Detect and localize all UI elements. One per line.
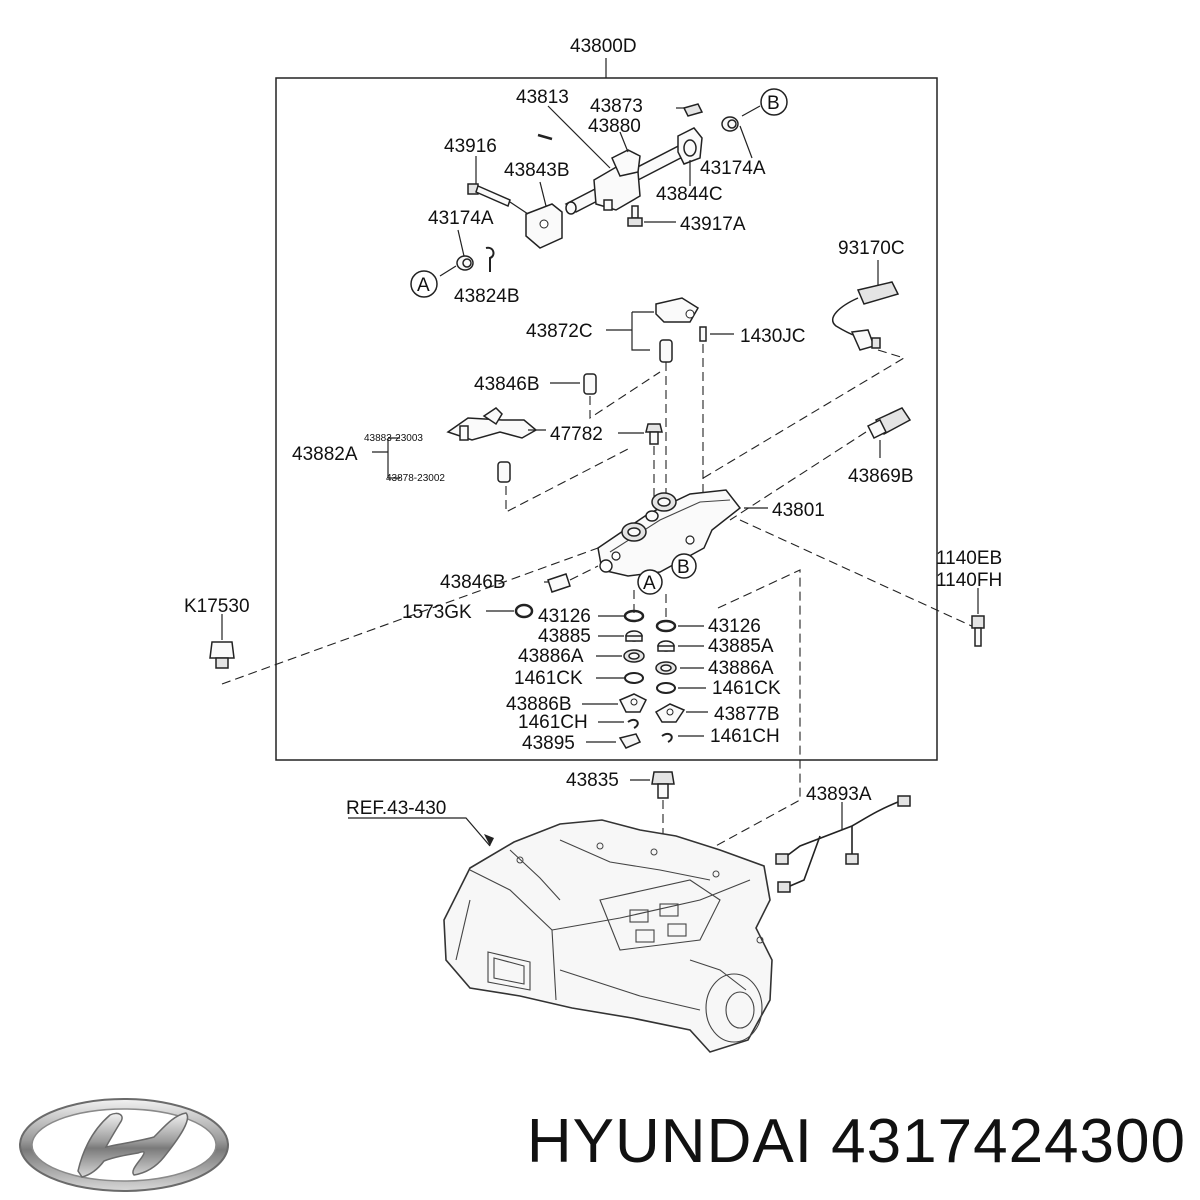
label-43844C: 43844C (656, 184, 723, 205)
label-43886B: 43886B (506, 694, 572, 715)
lever-43882A (446, 407, 538, 483)
label-43895: 43895 (522, 733, 575, 754)
bolt-1140EB (971, 615, 985, 647)
clip-43895 (618, 733, 642, 749)
shift-housing-43801 (597, 489, 742, 577)
plug-K17530 (209, 641, 235, 669)
clip-1461CH-left (627, 718, 639, 729)
label-1461CH-left: 1461CH (518, 712, 588, 733)
part-number: 4317424300 (831, 1107, 1186, 1176)
label-43886A-right: 43886A (708, 658, 774, 679)
label-43873: 43873 (590, 96, 643, 117)
pin-43813 (537, 133, 553, 141)
svg-text:B: B (677, 557, 690, 578)
callout-b-body: B (671, 553, 697, 579)
label-43877B: 43877B (714, 704, 780, 725)
lever-43886B (618, 693, 648, 713)
label-43916: 43916 (444, 136, 497, 157)
label-43883-23003: 43883-23003 (364, 433, 423, 444)
brand-name: HYUNDAI (526, 1107, 813, 1176)
bracket-43843B (525, 203, 563, 249)
hyundai-logo-icon (19, 1098, 229, 1192)
bushing-43885 (625, 630, 643, 642)
clip-43824B (485, 246, 495, 272)
clip-43873 (682, 103, 704, 117)
seal-43126-right (655, 619, 677, 633)
label-1573GK: 1573GK (402, 602, 472, 623)
label-43886A-left: 43886A (518, 646, 584, 667)
svg-text:A: A (643, 573, 656, 594)
label-43917A: 43917A (680, 214, 746, 235)
label-1140FH: 1140FH (936, 570, 1002, 591)
label-93170C: 93170C (838, 238, 905, 259)
clip-1461CH-right (661, 732, 673, 743)
label-1140EB: 1140EB (936, 548, 1002, 569)
label-43174A-left: 43174A (428, 208, 494, 229)
oring-1461CK-left (624, 672, 644, 684)
callout-a-top: A (410, 270, 438, 298)
label-43813: 43813 (516, 87, 569, 108)
label-43885A: 43885A (708, 636, 774, 657)
label-1461CK-right: 1461CK (712, 678, 781, 699)
label-1430JC: 1430JC (740, 326, 806, 347)
bushing-43885A (657, 640, 675, 652)
label-43174A-top: 43174A (700, 158, 766, 179)
harness-43893A (775, 795, 911, 893)
label-43824B: 43824B (454, 286, 520, 307)
label-43869B: 43869B (848, 466, 914, 487)
oring-1573GK (514, 603, 534, 619)
transmission-parts-diagram: 43800D (184, 36, 1002, 1053)
pin-1430JC (699, 326, 707, 342)
bolt-43916 (467, 183, 511, 208)
label-43872C: 43872C (526, 321, 593, 342)
shift-lever-43880 (593, 149, 641, 211)
callout-a-body: A (637, 569, 663, 595)
label-K17530: K17530 (184, 596, 250, 617)
oring-1461CK-right (656, 682, 676, 694)
plug-43835 (651, 771, 675, 799)
bushing-43174A-top (721, 116, 739, 132)
plug-43846B-low (547, 573, 571, 593)
label-43126-left: 43126 (538, 606, 591, 627)
label-1461CK-left: 1461CK (514, 668, 583, 689)
assembly-label: 43800D (570, 36, 637, 57)
label-43126-right: 43126 (708, 616, 761, 637)
bushing-43844C (677, 127, 703, 165)
transmission-case (443, 819, 773, 1053)
label-47782: 47782 (550, 424, 603, 445)
label-1461CH-right: 1461CH (710, 726, 780, 747)
label-43882A: 43882A (292, 444, 358, 465)
brand-part-number: HYUNDAI 4317424300 (527, 1106, 1186, 1177)
label-43885: 43885 (538, 626, 591, 647)
plug-43846B-top (583, 373, 597, 395)
bearing-43886A-right (655, 661, 677, 675)
bolt-47782 (645, 423, 663, 445)
sensor-43869B (866, 407, 912, 440)
bracket-43872C (655, 297, 700, 363)
seal-43126-left (623, 609, 645, 623)
bolt-43917A (627, 205, 643, 227)
sensor-93170C (831, 281, 900, 351)
label-43878-23002: 43878-23002 (386, 473, 445, 484)
svg-text:B: B (767, 93, 780, 114)
label-43893A: 43893A (806, 784, 872, 805)
bushing-43174A-left (456, 255, 474, 271)
label-43835: 43835 (566, 770, 619, 791)
lever-43877B (654, 703, 686, 723)
label-43801: 43801 (772, 500, 825, 521)
svg-text:A: A (417, 275, 430, 296)
label-43846B-low: 43846B (440, 572, 506, 593)
label-43880: 43880 (588, 116, 641, 137)
label-43843B: 43843B (504, 160, 570, 181)
label-43846B-top: 43846B (474, 374, 540, 395)
bearing-43886A-left (623, 649, 645, 663)
callout-b-top: B (760, 88, 788, 116)
label-ref-43-430: REF.43-430 (346, 798, 446, 819)
